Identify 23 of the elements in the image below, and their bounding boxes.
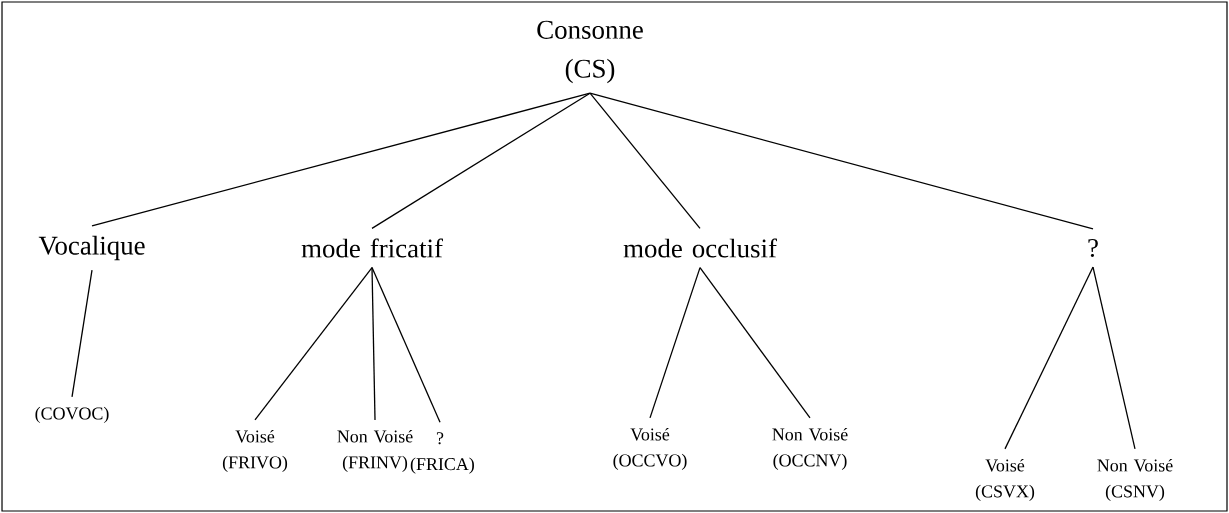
- tree-label: mode occlusif: [623, 238, 777, 258]
- tree-branch: [1004, 266, 1094, 450]
- tree-branch: [371, 92, 591, 230]
- tree-label: Non Voisé (CSNV): [1097, 458, 1173, 502]
- tree-branch: [589, 92, 701, 230]
- tree-branch: [254, 266, 373, 421]
- tree-label: mode fricatif: [301, 238, 443, 258]
- tree-label: Vocalique: [38, 235, 145, 261]
- tree-branch: [371, 266, 376, 421]
- tree-label: Voisé (CSVX): [975, 458, 1035, 502]
- tree-label: ?: [1088, 238, 1098, 258]
- tree-branch: [71, 269, 93, 398]
- tree-branch: [699, 266, 811, 419]
- tree-label: Consonne (CS): [537, 20, 643, 84]
- tree-label: Non Voisé (OCCNV): [772, 427, 848, 471]
- tree-branch: [1092, 266, 1136, 450]
- tree-label: Voisé (FRIVO): [222, 429, 288, 473]
- tree-branch: [589, 92, 1094, 230]
- tree-branch: [91, 92, 591, 227]
- tree-label: Voisé (OCCVO): [613, 427, 687, 471]
- tree-branch: [649, 266, 701, 419]
- tree-label: (COVOC): [35, 406, 109, 424]
- tree-branch: [371, 266, 441, 423]
